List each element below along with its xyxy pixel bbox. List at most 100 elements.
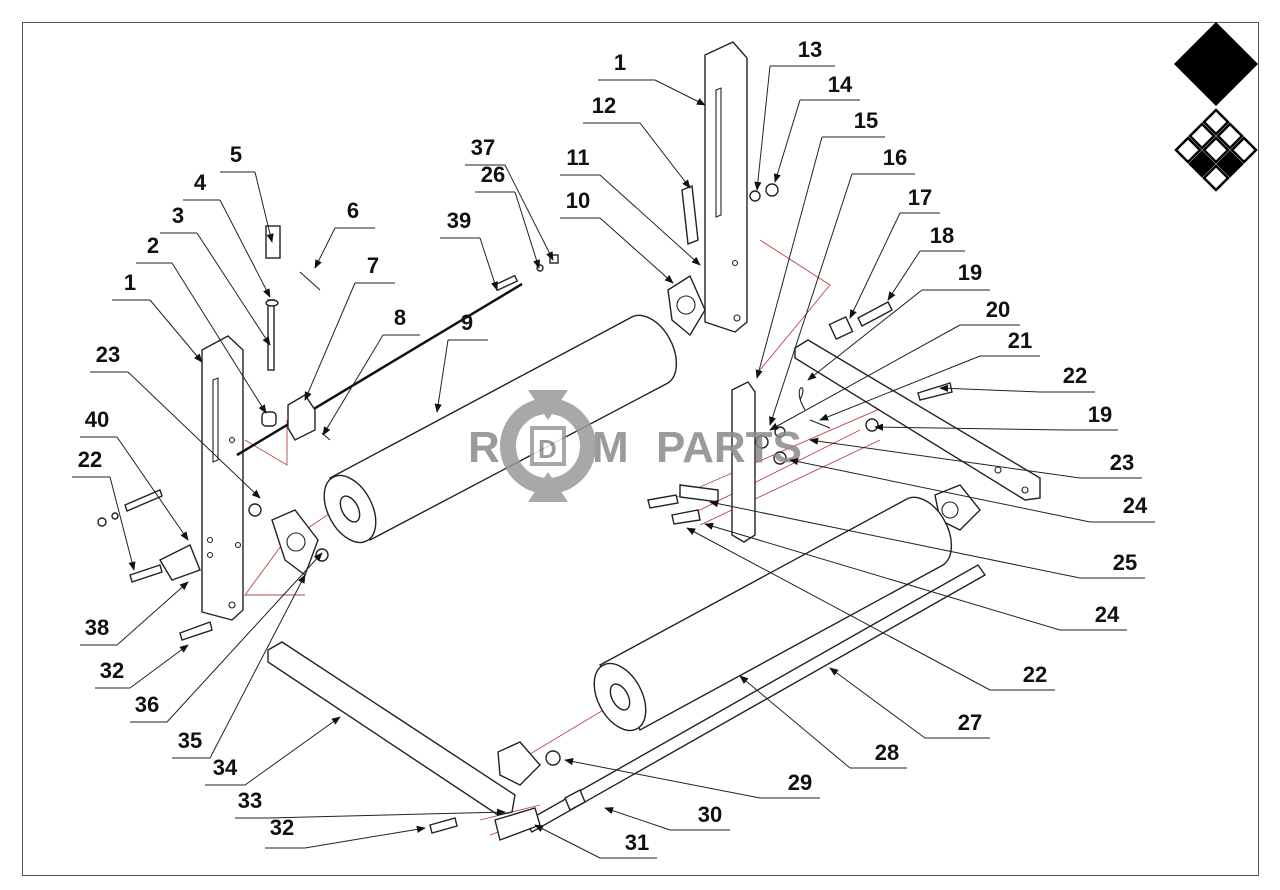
callout: 19 (874, 402, 1118, 431)
callout-leader-arrow (534, 824, 601, 859)
callout: 12 (583, 93, 691, 189)
callout-leader-arrow (504, 164, 554, 261)
callout-leader-arrow (304, 282, 356, 401)
callout-number: 22 (1023, 662, 1047, 687)
callout-leader-arrow (196, 232, 271, 346)
callout-leader-arrow (654, 79, 706, 106)
callout-number: 1 (614, 50, 626, 75)
callout-number: 28 (875, 740, 899, 765)
callout-number: 15 (854, 108, 878, 133)
callout-number: 12 (592, 93, 616, 118)
callout-leader-arrow (479, 237, 498, 291)
callout-number: 38 (85, 615, 109, 640)
callout-leader-arrow (755, 136, 823, 379)
callout: 7 (304, 253, 395, 401)
callout-leader-arrow (116, 436, 189, 541)
callout-number: 32 (270, 815, 294, 840)
callout-number: 32 (100, 658, 124, 683)
callout-leader-arrow (939, 384, 1041, 393)
callout-number: 7 (367, 253, 379, 278)
arms (267, 339, 1041, 841)
callout: 22 (686, 527, 1055, 691)
callout-leader-arrow (149, 299, 203, 363)
callout: 16 (769, 145, 915, 426)
callout-leader-arrow (564, 758, 761, 799)
callout: 3 (160, 203, 271, 346)
callout-number: 20 (986, 297, 1010, 322)
callout: 8 (322, 305, 420, 436)
callout: 27 (829, 667, 990, 739)
callout-number: 1 (124, 270, 136, 295)
callout: 17 (849, 185, 940, 319)
callout: 37 (465, 135, 554, 261)
watermark-parts: PARTS (656, 423, 802, 472)
callout: 10 (560, 188, 674, 284)
callout-leader-arrow (322, 334, 384, 436)
callout-number: 23 (1110, 450, 1134, 475)
callout: 1 (598, 50, 706, 106)
callout-leader-arrow (129, 644, 189, 689)
callout-number: 40 (85, 407, 109, 432)
callout: 38 (80, 581, 189, 646)
callout-leader-arrow (434, 339, 449, 413)
callout: 6 (314, 198, 375, 269)
callout: 13 (754, 37, 835, 191)
callout-leader-arrow (116, 581, 189, 646)
callout: 1 (112, 270, 203, 363)
callout-leader-arrow (166, 552, 323, 723)
callout: 25 (709, 500, 1145, 579)
callouts: 1121314151617181920212219232425242227282… (72, 37, 1155, 859)
callout-leader-arrow (773, 99, 801, 183)
callout: 2 (136, 233, 267, 414)
callout: 40 (80, 407, 189, 541)
callout-number: 8 (394, 305, 406, 330)
callout: 33 (235, 788, 506, 819)
callout-number: 10 (566, 188, 590, 213)
callout: 21 (819, 328, 1040, 421)
callout-number: 9 (461, 310, 473, 335)
callout: 24 (789, 458, 1155, 523)
callout: 31 (534, 824, 657, 859)
callout-number: 21 (1008, 328, 1032, 353)
callout-leader-arrow (769, 324, 961, 431)
callout: 35 (172, 574, 306, 759)
callout: 23 (809, 437, 1142, 479)
callout-leader-arrow (209, 574, 306, 759)
callout-leader-arrow (829, 667, 926, 739)
callout-number: 5 (230, 142, 242, 167)
callout-leader-arrow (314, 227, 336, 269)
callout-leader-arrow (599, 217, 674, 284)
callout-number: 22 (1063, 363, 1087, 388)
left-side-plate (201, 335, 244, 621)
callout: 34 (205, 716, 341, 786)
callout: 22 (72, 447, 136, 571)
callout: 22 (939, 363, 1095, 393)
callout-leader-arrow (304, 825, 426, 849)
callout-number: 6 (347, 198, 359, 223)
callout-leader-arrow (109, 476, 136, 571)
callout-leader-arrow (639, 122, 691, 189)
adjusting-strip (647, 183, 953, 543)
callout: 9 (434, 310, 488, 413)
callout-number: 29 (788, 770, 812, 795)
callout: 14 (773, 72, 860, 183)
callout-leader-arrow (754, 65, 771, 191)
callout-leader-arrow (267, 808, 506, 819)
callout-leader-arrow (874, 423, 1066, 431)
callout-number: 27 (958, 710, 982, 735)
callout: 26 (475, 162, 540, 269)
callout-number: 31 (625, 830, 649, 855)
callout-number: 18 (930, 223, 954, 248)
callout-leader-arrow (171, 262, 267, 414)
callout-number: 34 (213, 755, 238, 780)
callout-leader-arrow (244, 716, 341, 786)
callout-leader-arrow (686, 527, 991, 691)
callout: 28 (739, 675, 907, 769)
callout-number: 25 (1113, 550, 1137, 575)
callout-number: 37 (471, 135, 495, 160)
callout-leader-arrow (769, 173, 853, 426)
callout-leader-arrow (807, 289, 923, 381)
callout-number: 17 (908, 185, 932, 210)
callout-number: 36 (135, 692, 159, 717)
